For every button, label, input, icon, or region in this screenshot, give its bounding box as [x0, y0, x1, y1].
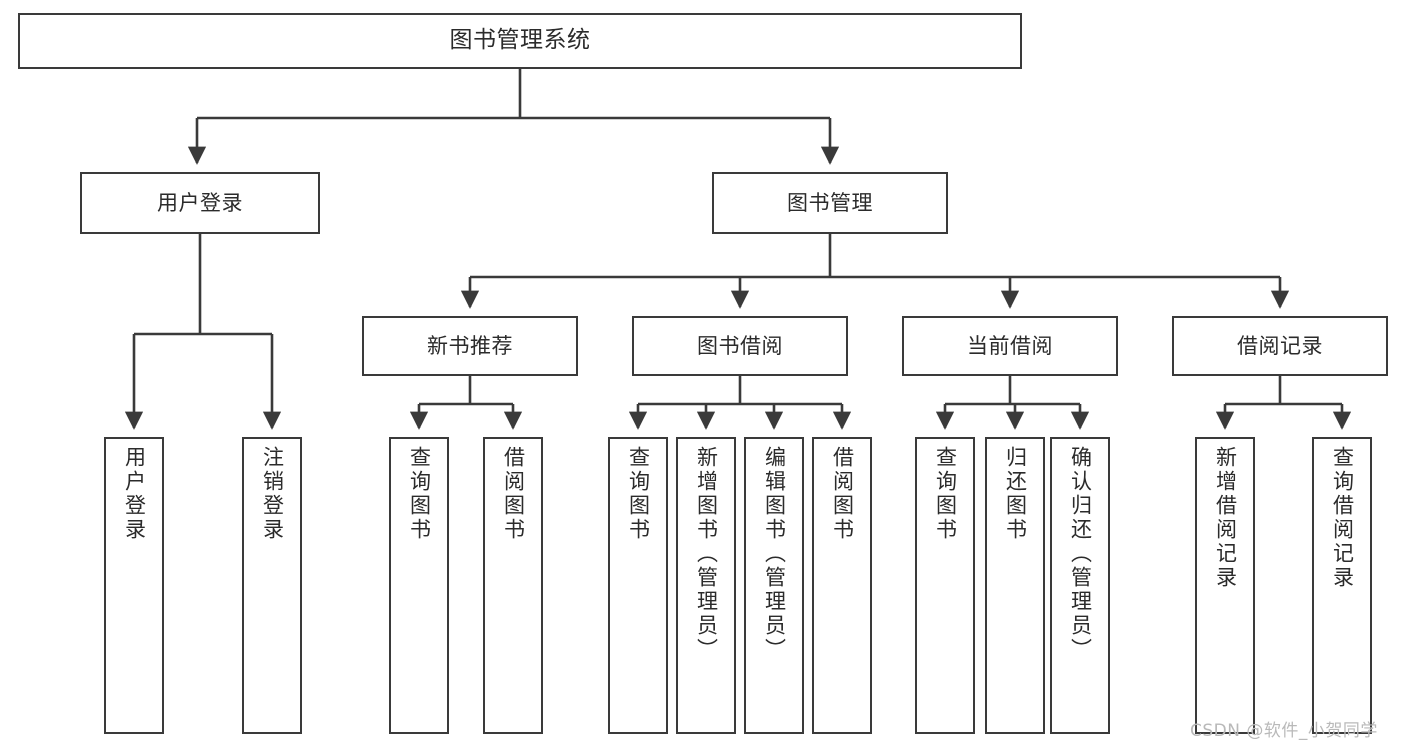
node-current-borrow[interactable]: 当前借阅: [902, 316, 1118, 376]
node-label: 图书管理系统: [449, 27, 591, 54]
leaf-record-add-record[interactable]: 新增借阅记录: [1195, 437, 1255, 734]
leaf-recommend-borrow-book[interactable]: 借阅图书: [483, 437, 543, 734]
node-label: 编辑图书（管理员）: [762, 446, 787, 662]
node-label: 查询图书: [933, 446, 958, 542]
node-label: 借阅图书: [501, 446, 526, 542]
node-book-management[interactable]: 图书管理: [712, 172, 948, 234]
leaf-borrow-edit-book-admin[interactable]: 编辑图书（管理员）: [744, 437, 804, 734]
node-book-borrow[interactable]: 图书借阅: [632, 316, 848, 376]
node-label: 新增图书（管理员）: [694, 446, 719, 662]
node-label: 借阅图书: [830, 446, 855, 542]
node-label: 确认归还（管理员）: [1068, 446, 1093, 662]
node-label: 新书推荐: [427, 333, 513, 358]
node-label: 借阅记录: [1237, 333, 1323, 358]
node-user-login[interactable]: 用户登录: [80, 172, 320, 234]
node-label: 查询图书: [626, 446, 651, 542]
node-label: 查询借阅记录: [1330, 446, 1355, 590]
node-label: 归还图书: [1003, 446, 1028, 542]
node-label: 查询图书: [407, 446, 432, 542]
leaf-user-login[interactable]: 用户登录: [104, 437, 164, 734]
leaf-borrow-add-book-admin[interactable]: 新增图书（管理员）: [676, 437, 736, 734]
node-label: 新增借阅记录: [1213, 446, 1238, 590]
leaf-record-query-record[interactable]: 查询借阅记录: [1312, 437, 1372, 734]
leaf-current-confirm-return-admin[interactable]: 确认归还（管理员）: [1050, 437, 1110, 734]
leaf-current-query-book[interactable]: 查询图书: [915, 437, 975, 734]
csdn-watermark: CSDN @软件_小贺同学: [1190, 721, 1378, 741]
node-new-book-recommend[interactable]: 新书推荐: [362, 316, 578, 376]
node-borrow-record[interactable]: 借阅记录: [1172, 316, 1388, 376]
leaf-user-logout[interactable]: 注销登录: [242, 437, 302, 734]
node-label: 注销登录: [260, 446, 285, 542]
node-label: 图书管理: [787, 190, 873, 215]
node-root-system[interactable]: 图书管理系统: [18, 13, 1022, 69]
leaf-recommend-query-book[interactable]: 查询图书: [389, 437, 449, 734]
node-label: 当前借阅: [967, 333, 1053, 358]
node-label: 用户登录: [157, 190, 243, 215]
leaf-borrow-borrow-book[interactable]: 借阅图书: [812, 437, 872, 734]
leaf-current-return-book[interactable]: 归还图书: [985, 437, 1045, 734]
node-label: 图书借阅: [697, 333, 783, 358]
leaf-borrow-query-book[interactable]: 查询图书: [608, 437, 668, 734]
node-label: 用户登录: [122, 446, 147, 542]
